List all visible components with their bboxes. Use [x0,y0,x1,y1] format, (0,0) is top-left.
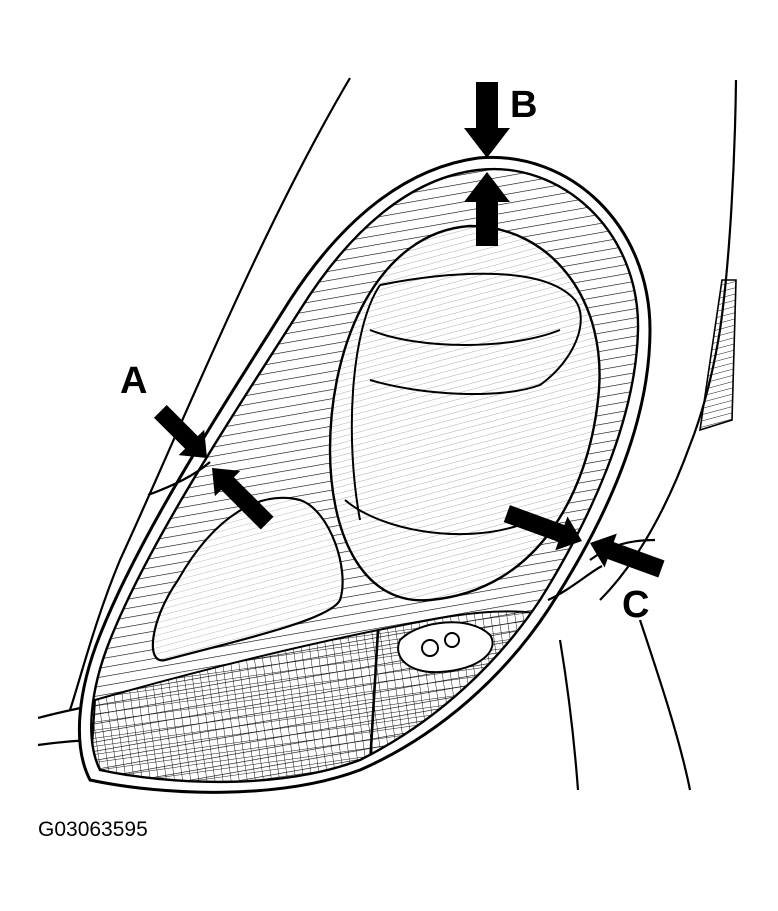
side-marker-strip [699,279,737,432]
low-beam-reflector [151,496,344,662]
callout-label-c: C [622,584,650,626]
gap-arrows-b [464,82,510,246]
gap-line-a [147,461,211,497]
callout-label-a: A [120,360,148,402]
gap-line-c [547,565,603,602]
gap-arrows-a [153,404,274,530]
projector-lens [344,272,582,536]
gap-arrows-c [503,505,665,578]
adjuster-knob [397,621,494,674]
callout-label-b: B [510,84,538,126]
figure-id: G03063595 [38,818,148,841]
main-reflector [328,224,601,602]
body-panel-lines [37,77,738,791]
